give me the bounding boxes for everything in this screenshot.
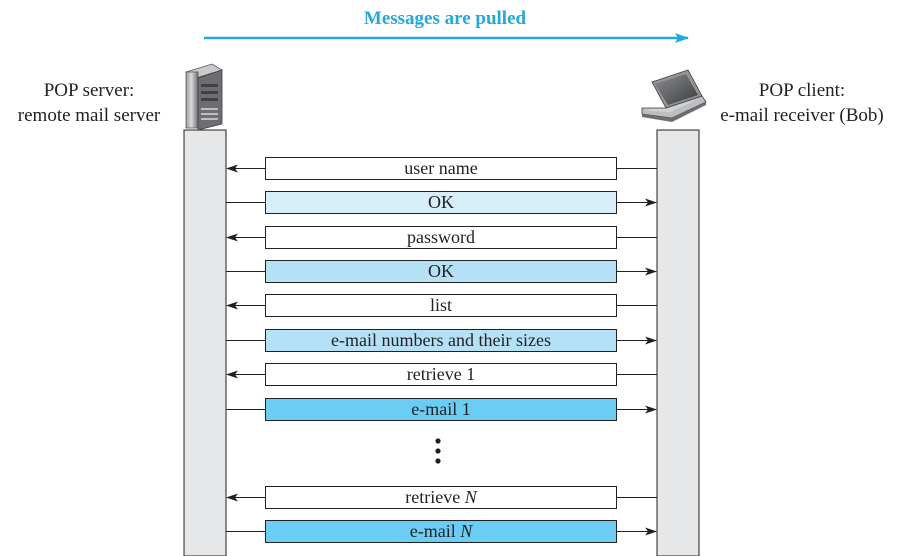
message-box: retrieve 1: [265, 363, 617, 386]
diagram-title: Messages are pulled: [363, 8, 527, 29]
client-label: POP client: e-mail receiver (Bob): [706, 78, 898, 128]
message-box: retrieve N: [265, 486, 617, 509]
message-box: e-mail numbers and their sizes: [265, 329, 617, 352]
vertical-ellipsis: [435, 438, 441, 464]
message-box: user name: [265, 157, 617, 180]
message-box: list: [265, 294, 617, 317]
server-label-line2: remote mail server: [17, 105, 161, 126]
message-box: e-mail 1: [265, 398, 617, 421]
message-box: OK: [265, 260, 617, 283]
client-lifeline-bar: [656, 129, 700, 556]
message-box: e-mail N: [265, 520, 617, 543]
server-tower-icon: [185, 63, 223, 131]
laptop-icon: [641, 69, 707, 122]
client-label-line2: e-mail receiver (Bob): [720, 105, 884, 126]
server-lifeline-bar: [183, 129, 227, 556]
message-box: password: [265, 226, 617, 249]
message-connectors: [226, 164, 657, 536]
client-label-line1: POP client:: [758, 80, 846, 101]
server-label: POP server: remote mail server: [0, 78, 178, 128]
server-label-line1: POP server:: [43, 80, 135, 101]
message-box: OK: [265, 191, 617, 214]
